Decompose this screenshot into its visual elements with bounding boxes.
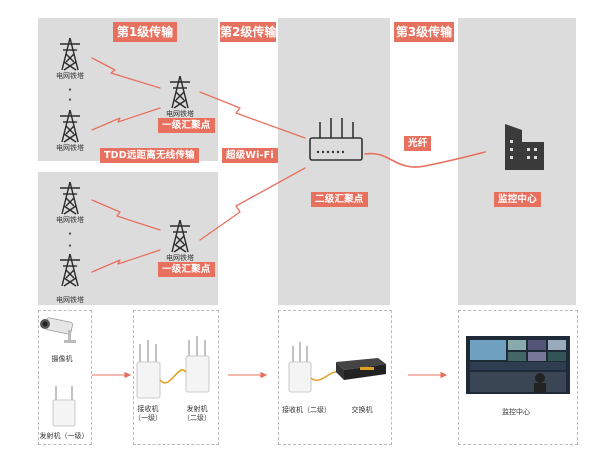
fiber-tag: 光纤 (404, 136, 432, 151)
signal-line-agg3-agg2 (199, 167, 306, 241)
signal-line-tower1-agg1 (91, 57, 161, 89)
signal-line-tower2-agg1 (91, 107, 161, 131)
panel-level2 (278, 18, 390, 305)
superwifi-tag: 超级Wi-Fi (222, 148, 278, 163)
tower-label-2: 电网铁塔 (56, 144, 84, 152)
second-agg-tag: 二级汇聚点 (311, 192, 368, 207)
camera-icon (40, 317, 76, 343)
transmitter2-icon (185, 336, 210, 393)
tower-label-agg1: 电网铁塔 (166, 110, 194, 118)
camera-label: 摄像机 (51, 355, 73, 363)
tower-label-3: 电网铁塔 (56, 216, 84, 224)
dots-1: · (68, 85, 72, 96)
monitor-center-label: 监控中心 (502, 408, 530, 416)
receiver2-label: 接收机（二级） (282, 406, 331, 414)
switch-icon (336, 358, 386, 380)
transmitter2-label-line1: 发射机 (186, 405, 208, 413)
transmitter1-label: 发射机（一级） (39, 432, 89, 440)
dots-4: · (68, 241, 72, 252)
cable-icon (159, 369, 187, 384)
first-agg-tag-2: 一级汇聚点 (158, 262, 215, 277)
header-level2: 第2级传输 (220, 22, 276, 42)
tower-label-4: 电网铁塔 (56, 296, 84, 304)
first-agg-tag-1: 一级汇聚点 (158, 118, 215, 133)
signal-line-tower3-agg3 (91, 199, 161, 231)
dots-3: · (68, 229, 72, 240)
transmitter2-label-line2: （二级） (183, 414, 211, 422)
transmitter1-icon (52, 386, 76, 427)
header-level3: 第3级传输 (394, 22, 454, 42)
receiver1-label-line1: 接收机 (137, 405, 159, 413)
switch-label: 交换机 (351, 406, 373, 414)
monitor-center-tag: 监控中心 (494, 192, 541, 207)
tdd-tag: TDD远距离无线传输 (100, 148, 199, 163)
tower-label-agg3: 电网铁塔 (166, 254, 194, 262)
dots-2: · (68, 95, 72, 106)
monitor-center-image (466, 336, 570, 394)
signal-line-agg1-agg2 (199, 91, 306, 139)
signal-line-tower4-agg3 (91, 249, 161, 273)
receiver2-icon (288, 342, 312, 393)
tower-label-1: 电网铁塔 (56, 72, 84, 80)
receiver1-label-line2: （一级） (134, 414, 162, 422)
cable-icon-2 (310, 371, 339, 381)
fiber-line (364, 151, 486, 168)
receiver1-icon (136, 340, 161, 399)
header-level1: 第1级传输 (113, 22, 177, 42)
